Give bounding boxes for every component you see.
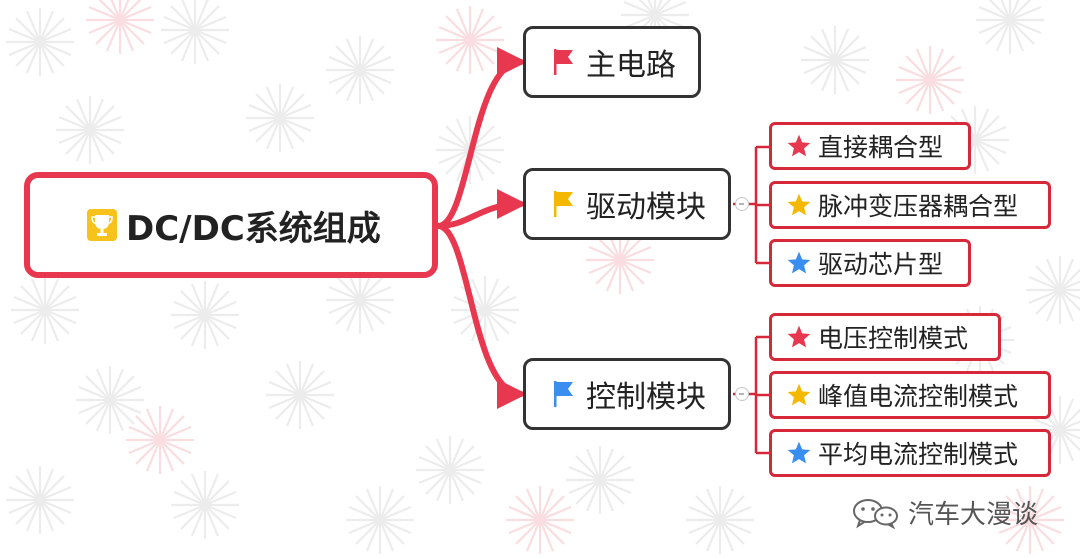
branch-driver-module-label: 驱动模块 xyxy=(586,190,706,225)
root-label: DC/DC系统组成 xyxy=(126,208,381,249)
watermark: 汽车大漫谈 xyxy=(850,494,1038,531)
leaf-average-current-control-mode[interactable]: 平均电流控制模式 xyxy=(769,429,1051,477)
branch-control-module-label: 控制模块 xyxy=(586,380,706,415)
red-flag-icon xyxy=(552,47,576,77)
yellow-star-icon xyxy=(786,382,812,408)
watermark-text: 汽车大漫谈 xyxy=(908,500,1039,530)
leaf-voltage-control-mode[interactable]: 电压控制模式 xyxy=(769,313,1001,361)
blue-star-icon xyxy=(786,250,812,276)
leaf-direct-coupling[interactable]: 直接耦合型 xyxy=(769,122,971,170)
leaf-pulse-transformer-coupling[interactable]: 脉冲变压器耦合型 xyxy=(769,181,1051,229)
connector-root-to-driver-module xyxy=(435,189,527,229)
branch-driver-module[interactable]: 驱动模块 xyxy=(523,168,731,240)
blue-star-icon xyxy=(786,440,812,466)
driver-module-collapse-toggle[interactable] xyxy=(735,197,749,211)
yellow-star-icon xyxy=(786,192,812,218)
trophy-icon xyxy=(86,208,118,242)
yellow-flag-icon xyxy=(552,189,576,219)
leaf-driver-chip[interactable]: 驱动芯片型 xyxy=(769,239,971,287)
connector-root-to-control-module xyxy=(435,223,527,409)
wechat-icon xyxy=(850,497,900,529)
leaf-label: 驱动芯片型 xyxy=(818,250,944,279)
control-module-collapse-toggle[interactable] xyxy=(735,387,749,401)
red-star-icon xyxy=(786,324,812,350)
root-node[interactable]: DC/DC系统组成 xyxy=(24,172,438,278)
leaf-label: 直接耦合型 xyxy=(818,133,944,162)
leaf-label: 平均电流控制模式 xyxy=(818,440,1019,469)
leaf-label: 电压控制模式 xyxy=(818,324,969,353)
blue-flag-icon xyxy=(552,379,576,409)
branch-main-circuit-label: 主电路 xyxy=(586,48,676,83)
leaf-peak-current-control-mode[interactable]: 峰值电流控制模式 xyxy=(769,371,1051,419)
connector-root-to-main-circuit xyxy=(435,47,527,229)
leaf-label: 脉冲变压器耦合型 xyxy=(818,192,1019,221)
leaf-label: 峰值电流控制模式 xyxy=(818,382,1019,411)
red-star-icon xyxy=(786,133,812,159)
branch-control-module[interactable]: 控制模块 xyxy=(523,358,731,430)
branch-main-circuit[interactable]: 主电路 xyxy=(523,26,701,98)
